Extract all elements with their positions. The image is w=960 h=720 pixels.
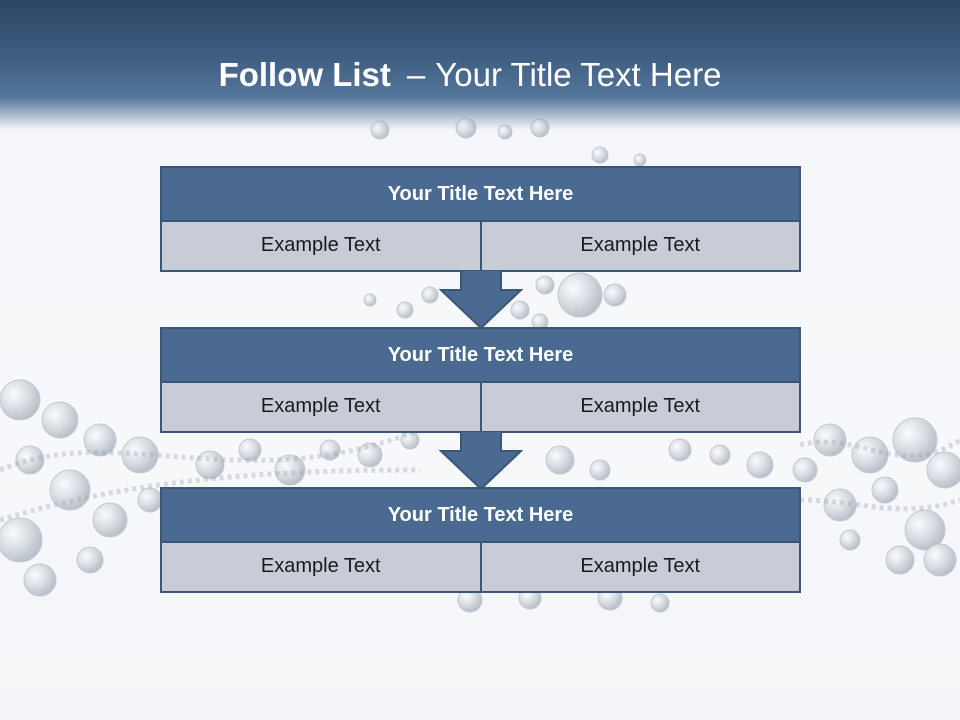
step-text-left: Example Text bbox=[160, 222, 482, 272]
step-box-3: Your Title Text Here Example Text Exampl… bbox=[160, 487, 801, 593]
step-text-right: Example Text bbox=[479, 383, 801, 433]
step-text-right: Example Text bbox=[479, 543, 801, 593]
step-row: Example Text Example Text bbox=[160, 383, 801, 433]
down-arrow-icon bbox=[439, 270, 523, 330]
step-row: Example Text Example Text bbox=[160, 222, 801, 272]
step-title: Your Title Text Here bbox=[160, 327, 801, 383]
slide-title: Follow List–Your Title Text Here bbox=[0, 52, 940, 98]
step-title: Your Title Text Here bbox=[160, 166, 801, 222]
step-title: Your Title Text Here bbox=[160, 487, 801, 543]
down-arrow-icon bbox=[439, 431, 523, 491]
slide-title-rest: Your Title Text Here bbox=[435, 56, 722, 93]
step-box-1: Your Title Text Here Example Text Exampl… bbox=[160, 166, 801, 272]
step-box-2: Your Title Text Here Example Text Exampl… bbox=[160, 327, 801, 433]
step-text-left: Example Text bbox=[160, 383, 482, 433]
slide-title-separator: – bbox=[406, 56, 426, 93]
step-row: Example Text Example Text bbox=[160, 543, 801, 593]
title-bar bbox=[0, 0, 960, 130]
step-text-right: Example Text bbox=[479, 222, 801, 272]
step-text-left: Example Text bbox=[160, 543, 482, 593]
slide-title-bold: Follow List bbox=[218, 56, 391, 93]
